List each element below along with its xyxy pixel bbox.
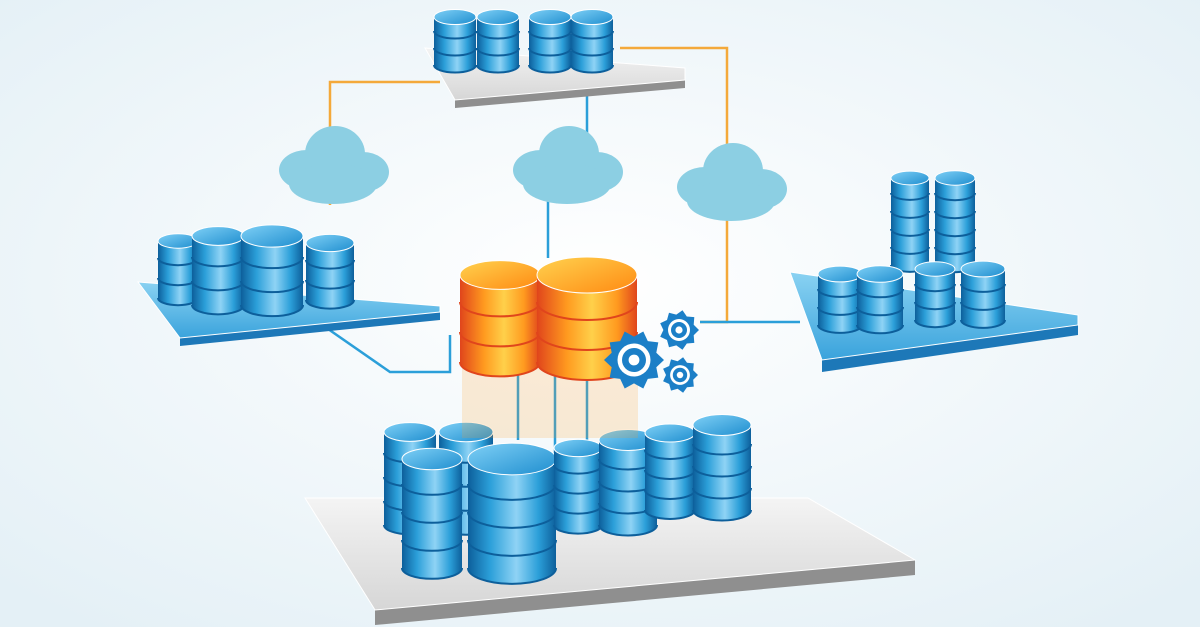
gear-icon: [663, 357, 698, 393]
link-left-center: [317, 320, 452, 374]
gear-icon: [604, 331, 664, 389]
database-icon: [934, 170, 976, 274]
database-icon: [433, 8, 477, 74]
cloud-icon-left: [279, 126, 389, 204]
cloud-icon-right: [677, 143, 787, 221]
database-icon: [914, 261, 956, 329]
database-icon: [240, 224, 304, 318]
clouds: [279, 126, 787, 221]
cloud-icon-center: [513, 126, 623, 204]
database-icon: [459, 260, 541, 378]
database-icon: [401, 447, 463, 580]
database-icon: [570, 8, 614, 74]
database-icon: [856, 265, 904, 335]
database-icon: [305, 233, 355, 310]
database-icon: [598, 429, 658, 537]
database-icon: [553, 438, 603, 535]
server-cluster-right: [817, 170, 1006, 335]
database-icon: [476, 8, 520, 74]
server-cluster-top: [433, 8, 614, 74]
gear-icon: [660, 310, 699, 350]
database-icon: [817, 265, 863, 334]
database-icon: [890, 170, 930, 273]
server-cluster-left: [157, 224, 355, 318]
database-icon: [692, 414, 752, 522]
database-icon: [960, 260, 1006, 329]
database-icon: [191, 226, 245, 316]
gears: [604, 310, 699, 393]
database-icon: [528, 8, 572, 74]
server-cluster-bottom: [383, 414, 752, 585]
database-icon: [467, 442, 557, 585]
databases: [157, 8, 1006, 585]
database-icon: [644, 423, 696, 520]
database-icon: [157, 233, 199, 307]
